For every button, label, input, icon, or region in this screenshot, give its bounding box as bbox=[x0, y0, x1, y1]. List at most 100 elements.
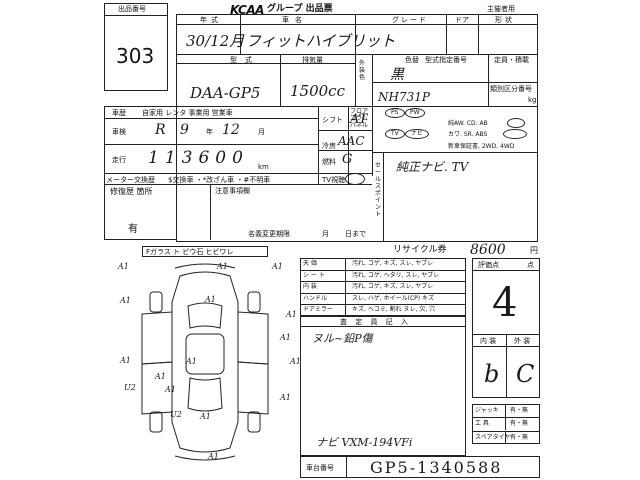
damage-mark: A1 bbox=[286, 310, 297, 319]
mileage-label: 走行 bbox=[112, 156, 126, 164]
meter-options: $交換車 ・*改ざん車 ・#不明車 bbox=[168, 176, 271, 184]
ac-label: 冷房 bbox=[322, 142, 336, 150]
damage-mark: U2 bbox=[170, 410, 182, 419]
kcaa-logo: KCAA bbox=[230, 3, 264, 17]
condition-row-label: ハンドル bbox=[303, 294, 328, 302]
inspector-note: ヌル~鉛P傷 bbox=[312, 332, 373, 345]
model-value: DAA-GP5 bbox=[190, 84, 261, 102]
sales-point-label: セールスポイント bbox=[375, 162, 382, 218]
exterior-label: 外装色 bbox=[359, 60, 366, 81]
reg-options: 自家用 レンタ 事業用 営業車 bbox=[142, 109, 233, 117]
shift-options: フロアコラムパネル bbox=[350, 108, 369, 129]
ps-label: PS bbox=[391, 109, 399, 116]
displacement-value: 1500cc bbox=[290, 82, 345, 100]
damage-mark: A1 bbox=[165, 385, 176, 394]
damage-mark: A1 bbox=[186, 357, 197, 366]
inspection-era: R bbox=[155, 122, 166, 138]
condition-row-items: 汚れ, コゲ, キズ, スレ, ヤブレ bbox=[352, 260, 434, 267]
shift-value: AT bbox=[350, 112, 368, 127]
tv-circle bbox=[345, 173, 365, 185]
note-label: 注意事項欄 bbox=[215, 187, 250, 195]
condition-table bbox=[300, 258, 466, 316]
pw-label: PW bbox=[410, 109, 420, 116]
color-change-label: 色替 bbox=[405, 56, 419, 64]
ab-circle bbox=[507, 118, 525, 128]
chassis-label: 車台番号 bbox=[306, 464, 334, 472]
kg-label: kg bbox=[528, 96, 537, 104]
condition-row-label: 天 価 bbox=[303, 260, 317, 267]
recycle-label: リサイクル券 bbox=[393, 245, 447, 255]
repair-has: 有 bbox=[128, 224, 138, 235]
condition-row-label: 内 装 bbox=[303, 283, 317, 291]
sales-point-value: 純正ナビ. TV bbox=[396, 160, 469, 174]
inspector-label: 査 定 員 記 入 bbox=[340, 318, 411, 326]
accessories-table bbox=[472, 404, 540, 444]
accessory-name: 工 具 bbox=[475, 420, 489, 428]
inspection-month: 12 bbox=[222, 122, 240, 138]
meter-label: メーター交換歴 bbox=[106, 176, 155, 184]
model-label: 型式 bbox=[230, 56, 260, 64]
lot-number-box bbox=[104, 3, 168, 91]
abs-circle bbox=[503, 129, 527, 139]
damage-mark: A1 bbox=[208, 452, 219, 461]
inspection-year: 9 bbox=[180, 122, 189, 138]
mileage-value: 113600 bbox=[148, 148, 249, 168]
equipment-row-2: 純AW. CD. AB bbox=[448, 120, 488, 127]
color-code-label: 型式指定番号 bbox=[425, 56, 467, 64]
damage-mark: A1 bbox=[205, 295, 216, 304]
pw-option bbox=[405, 108, 425, 118]
equipment-row-4: 新車保証書, 2WD. 4WD bbox=[448, 143, 515, 150]
damage-mark: A1 bbox=[280, 333, 291, 342]
lot-number-label: 出品番号 bbox=[118, 5, 146, 13]
recycle-value: 8600 bbox=[470, 242, 506, 258]
accessory-name: スペアタイヤ bbox=[475, 433, 511, 441]
main-form bbox=[176, 14, 538, 242]
chassis-number: GP5-1340588 bbox=[370, 458, 503, 477]
km-label: km bbox=[258, 163, 269, 171]
tv-label: TV視聴 bbox=[322, 176, 346, 184]
day-label: 日まで bbox=[345, 230, 366, 238]
displacement-label: 排気量 bbox=[302, 56, 323, 64]
fuel-label: 燃料 bbox=[322, 158, 336, 166]
damage-mark: A1 bbox=[120, 296, 131, 305]
navi-option-label: ナビ bbox=[411, 130, 424, 137]
reg-label: 車歴 bbox=[112, 109, 126, 117]
shift-label: シフト bbox=[322, 116, 343, 124]
damage-mark: A1 bbox=[280, 393, 291, 402]
recycle-yen: 円 bbox=[530, 246, 538, 255]
condition-row-items: キズ, ヘコミ, 割れ ヌレ, 欠, 穴 bbox=[352, 306, 436, 314]
capacity-label: 定員・積載 bbox=[494, 56, 529, 64]
damage-mark: U2 bbox=[124, 383, 136, 392]
accessory-value: 有・無 bbox=[510, 433, 529, 441]
color-code-value: NH731P bbox=[378, 90, 430, 104]
accessory-value: 有・無 bbox=[510, 420, 529, 428]
damage-mark: A1 bbox=[120, 356, 131, 365]
grade-label: グレード bbox=[392, 16, 428, 24]
equipment-row-3: カワ. SR. ABS bbox=[448, 131, 488, 138]
car-damage-diagram bbox=[141, 263, 269, 461]
condition-row-items: スレ, ハゲ, ホイール(CP) キズ bbox=[352, 294, 435, 302]
score-interior: b bbox=[484, 360, 500, 388]
year-value: 30/12月 bbox=[186, 32, 245, 50]
name-label: 車名 bbox=[282, 16, 308, 24]
condition-row-label: シ ー ト bbox=[303, 271, 325, 279]
score-point: 点 bbox=[527, 261, 534, 269]
damage-mark: A1 bbox=[118, 262, 129, 271]
glass-row bbox=[142, 246, 268, 257]
page-title: グループ 出品票 bbox=[267, 4, 333, 14]
score-exterior: C bbox=[516, 360, 535, 388]
accessory-value: 有・無 bbox=[510, 407, 529, 414]
ac-value: AAC bbox=[338, 134, 365, 148]
car-name-value: フィットハイブリット bbox=[246, 32, 396, 50]
glass-row-label: Fガラス ト ビウ石 ヒビワレ bbox=[146, 248, 234, 256]
tv-option bbox=[385, 129, 405, 139]
month-label: 月 bbox=[322, 230, 329, 238]
organizer-label: 主催者用 bbox=[487, 5, 515, 13]
damage-mark: A1 bbox=[272, 262, 283, 271]
month-suffix: 月 bbox=[258, 128, 265, 136]
score-label: 評価点 bbox=[478, 261, 499, 269]
damage-mark: A1 bbox=[155, 372, 166, 381]
accessory-name: ジャッキ bbox=[475, 407, 499, 414]
chassis-box bbox=[300, 456, 540, 478]
score-total: 4 bbox=[492, 280, 518, 326]
